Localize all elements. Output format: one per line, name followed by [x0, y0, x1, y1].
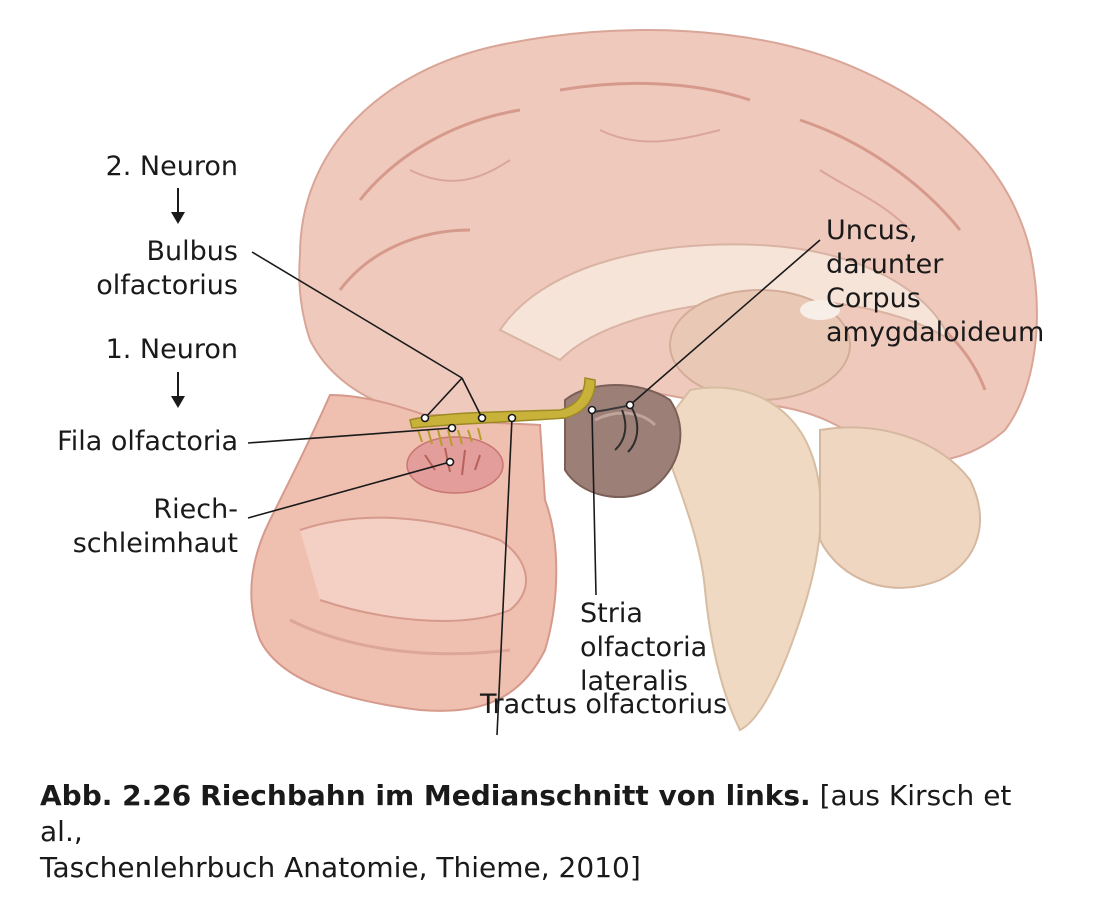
caption-source-2: Taschenlehrbuch Anatomie, Thieme, 2010] — [40, 851, 641, 884]
leader-riech — [247, 461, 451, 519]
caption-source-1: [aus Kirsch et al., — [40, 779, 1012, 848]
brainstem-shape — [658, 386, 822, 732]
leader-stria — [591, 411, 597, 596]
fila-olfactoria-shape — [417, 427, 482, 447]
nasal-concha-shape — [299, 516, 527, 622]
caption-number: Abb. 2.26 — [40, 779, 192, 812]
leader-fila — [247, 427, 453, 444]
figure-caption: Abb. 2.26 Riechbahn im Medianschnitt von… — [40, 778, 1060, 886]
olfactory-mucosa-shape — [406, 436, 504, 494]
leader-tractus — [496, 417, 513, 736]
leader-uncus — [629, 239, 821, 406]
label-neuron-2: 2. Neuron — [105, 151, 238, 182]
olfactory-tract-shape — [409, 377, 596, 429]
label-stria-olfactoria-lateralis: Stria olfactoria lateralis — [580, 598, 708, 697]
uncus-loop-shape — [614, 404, 639, 453]
caption-title: Riechbahn im Medianschnitt von links. — [200, 779, 811, 812]
label-tractus-olfactorius: Tractus olfactorius — [480, 689, 728, 720]
arrow-down-icon — [171, 188, 185, 224]
cerebellum-shape — [819, 426, 981, 589]
leader-bulbus — [251, 251, 463, 379]
label-bulbus-olfactorius: Bulbus olfactorius — [96, 236, 238, 301]
label-fila-olfactoria: Fila olfactoria — [57, 426, 238, 457]
brain-median-section-illustration — [247, 29, 1038, 736]
arrow-down-icon — [171, 372, 185, 408]
label-riechschleimhaut: Riech- schleimhaut — [72, 494, 238, 559]
label-uncus: Uncus, darunter Corpus amygdaloideum — [826, 215, 1045, 348]
label-neuron-1: 1. Neuron — [105, 334, 238, 365]
